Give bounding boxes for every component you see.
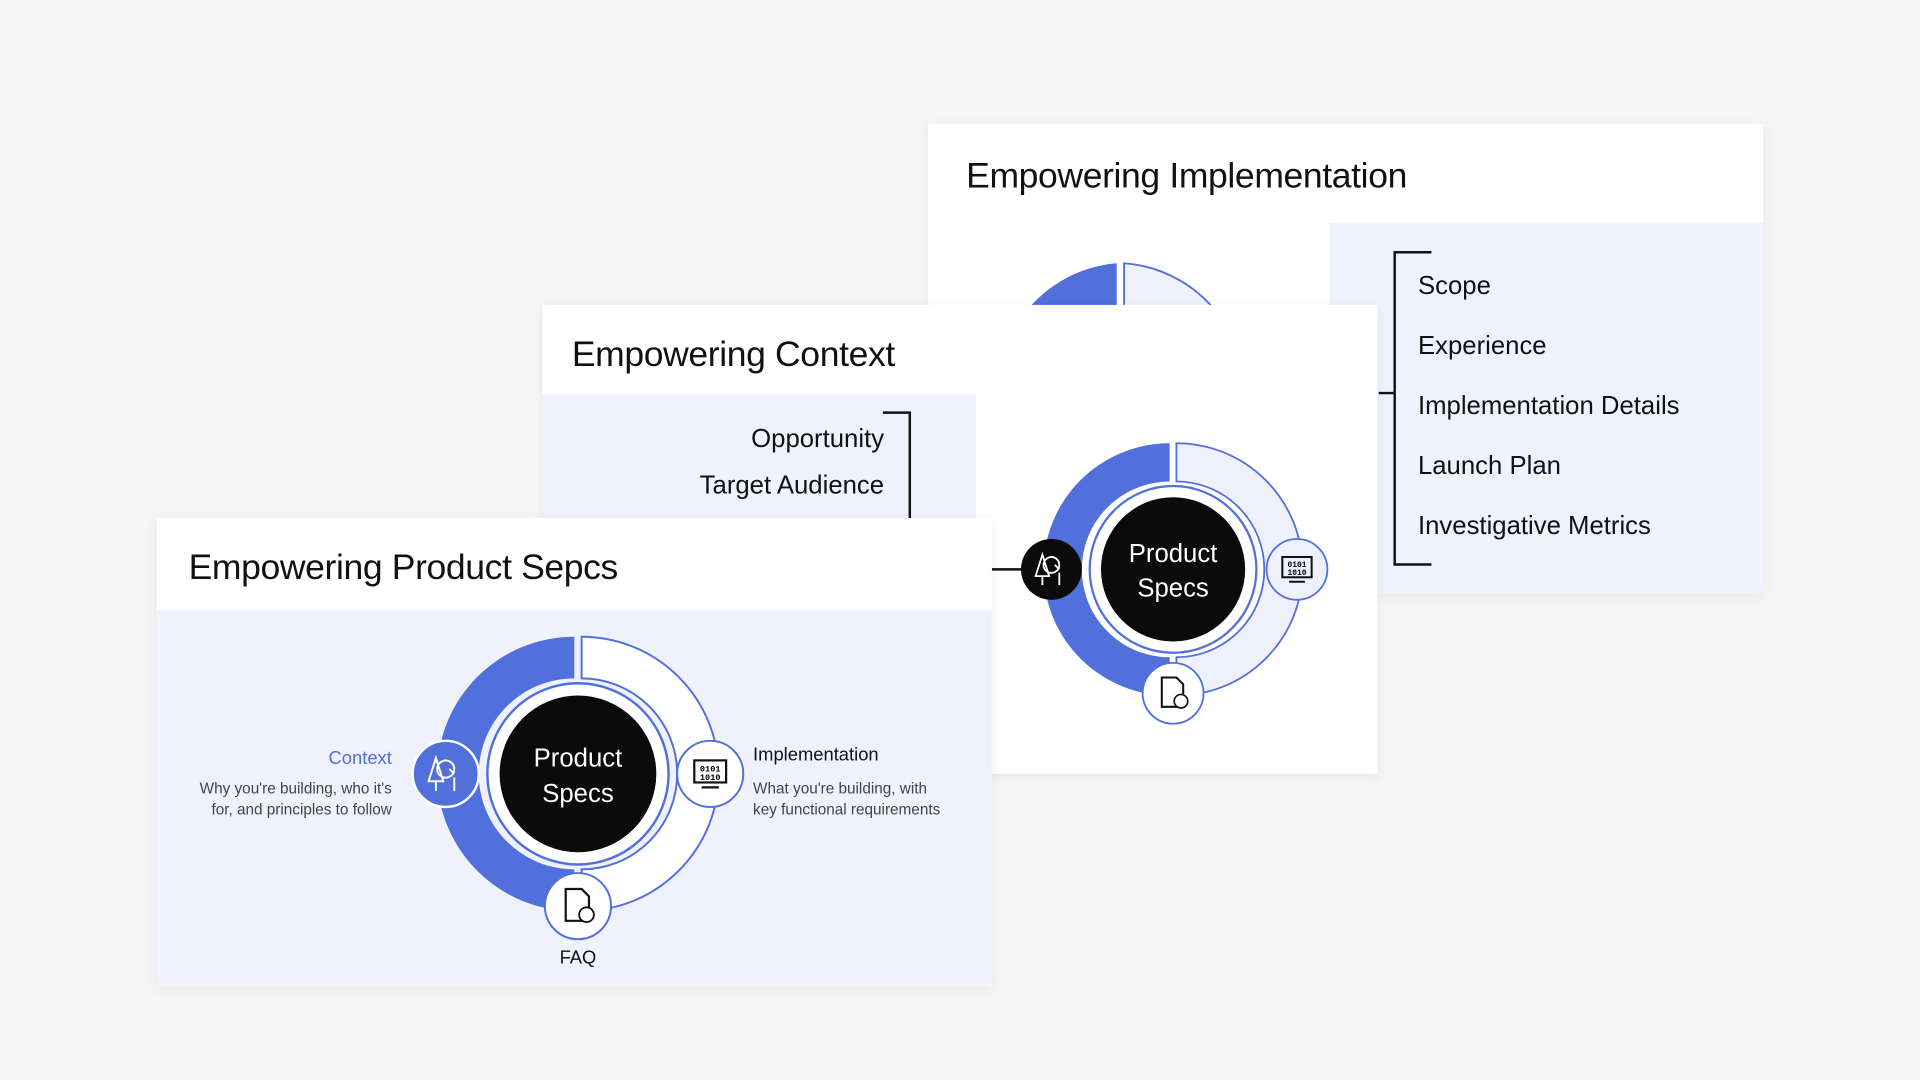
context-desc: Why you're building, who it's	[199, 780, 392, 798]
card-empowering-product-specs[interactable]: Empowering Product Sepcs 0101 1010	[156, 517, 992, 987]
binary-monitor-icon: 0101 1010	[1265, 538, 1329, 601]
binary-monitor-icon: 0101 1010	[676, 739, 745, 808]
center-label: Specs	[542, 780, 613, 808]
document-question-icon	[543, 872, 613, 941]
outline-item: Launch Plan	[1417, 451, 1561, 481]
outline-item: Implementation Details	[1417, 391, 1680, 421]
implementation-label: Implementation	[753, 744, 879, 766]
card-title: Empowering Implementation	[966, 156, 1407, 196]
implementation-desc: key functional requirements	[753, 800, 941, 818]
center-label: Product	[1129, 540, 1218, 568]
document-question-icon	[1141, 661, 1205, 725]
context-label: Context	[328, 748, 392, 769]
outline-item: Scope	[1417, 271, 1491, 301]
context-desc: for, and principles to follow	[211, 800, 392, 818]
svg-text:1010: 1010	[1288, 569, 1307, 578]
svg-text:0101: 0101	[700, 764, 721, 774]
implementation-desc: What you're building, with	[753, 780, 927, 798]
outline-item: Target Audience	[699, 471, 885, 500]
faq-label: FAQ	[559, 947, 597, 969]
svg-text:1010: 1010	[700, 773, 721, 783]
bracket	[1378, 251, 1432, 566]
outline-item: Investigative Metrics	[1417, 511, 1651, 541]
card-title: Empowering Context	[571, 335, 895, 375]
context-diagram: 0101 1010 Product Specs	[882, 411, 1329, 725]
product-specs-diagram: 0101 1010 Product Specs	[411, 635, 745, 941]
center-label: Product	[534, 745, 623, 773]
outline-item: Experience	[1417, 331, 1547, 361]
tree-icon	[1020, 538, 1082, 600]
outline-panel	[1329, 222, 1764, 594]
svg-text:0101: 0101	[1288, 561, 1307, 570]
tree-icon	[411, 739, 481, 809]
outline-item: Opportunity	[751, 424, 885, 454]
center-label: Specs	[1137, 574, 1208, 602]
card-title: Empowering Product Sepcs	[188, 548, 619, 588]
